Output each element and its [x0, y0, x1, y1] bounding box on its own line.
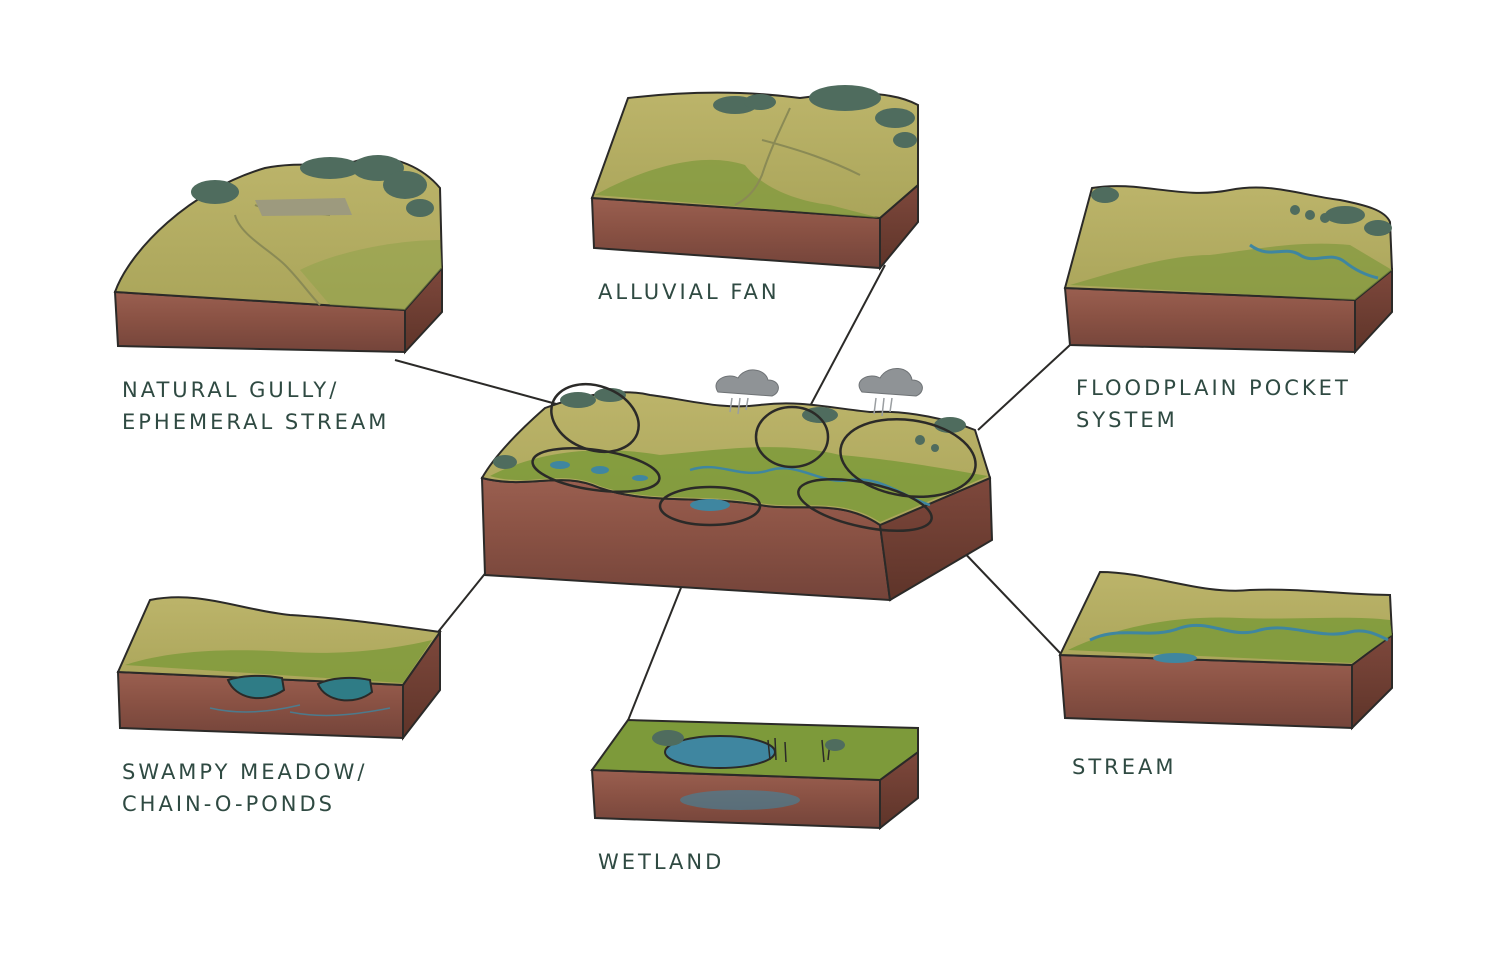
central-block	[480, 382, 994, 602]
label-wetland-text: WETLAND	[598, 850, 725, 874]
cloud-icon	[858, 368, 923, 397]
central-ponds	[550, 461, 730, 511]
label-stream-text: STREAM	[1072, 755, 1177, 779]
label-floodplain-line1: FLOODPLAIN POCKET	[1076, 376, 1351, 400]
connector-gully	[394, 359, 561, 406]
connector-alluvial-fan	[807, 264, 886, 411]
central-stream	[689, 465, 931, 507]
ring-alluvial-fan	[754, 405, 830, 469]
fan-channel-2	[761, 139, 861, 176]
gully-block	[113, 155, 444, 355]
alluvial-fan-block	[590, 85, 919, 271]
label-swampy-meadow-line2: CHAIN-O-PONDS	[122, 792, 335, 816]
ring-floodplain	[839, 417, 977, 499]
stream-meadow	[1068, 617, 1392, 663]
ring-stream	[797, 478, 933, 532]
wetland-reeds	[767, 737, 831, 763]
swampy-ponds	[226, 674, 374, 702]
swampy-pond-2	[316, 676, 374, 702]
gully-headcut	[255, 198, 352, 216]
swampy-pond-1	[226, 674, 286, 700]
label-stream: STREAM	[1072, 751, 1177, 783]
swampy-meadow	[125, 640, 432, 683]
label-natural-gully-line2: EPHEMERAL STREAM	[122, 410, 390, 434]
ring-swampy-meadow	[531, 447, 661, 493]
fan-channel	[734, 107, 791, 206]
cloud-icon	[715, 369, 779, 397]
label-natural-gully: NATURAL GULLY/ EPHEMERAL STREAM	[122, 374, 389, 438]
rain-cloud-right	[858, 368, 923, 417]
ring-wetland	[658, 485, 762, 527]
gully-trees	[191, 155, 434, 217]
fan-meadow	[595, 159, 880, 218]
label-swampy-meadow-line1: SWAMPY MEADOW/	[122, 760, 368, 784]
floodplain-stream	[1249, 243, 1379, 280]
rain-cloud-left	[715, 369, 779, 415]
central-meadow	[490, 447, 988, 522]
wetland-subsurface-water	[680, 790, 800, 810]
gully-meadow	[300, 240, 442, 310]
swampy-water-lines	[209, 704, 391, 717]
stream-pool	[1153, 653, 1197, 663]
floodplain-trees	[1091, 187, 1392, 236]
wetland-block	[590, 718, 919, 831]
stream-soil-front	[1058, 653, 1353, 730]
label-floodplain: FLOODPLAIN POCKET SYSTEM	[1076, 372, 1351, 436]
wetland-bushes	[652, 730, 845, 751]
label-wetland: WETLAND	[598, 846, 724, 878]
fan-trees	[713, 85, 917, 148]
floodplain-block	[1063, 185, 1394, 355]
stream-block	[1058, 570, 1394, 731]
label-natural-gully-line1: NATURAL GULLY/	[122, 378, 340, 402]
label-alluvial-fan-text: ALLUVIAL FAN	[598, 280, 780, 304]
label-alluvial-fan: ALLUVIAL FAN	[598, 276, 780, 308]
label-swampy-meadow: SWAMPY MEADOW/ CHAIN-O-PONDS	[122, 756, 367, 820]
central-highlight-rings	[531, 382, 977, 532]
swampy-meadow-block	[116, 596, 442, 741]
stream-channel	[1089, 623, 1389, 642]
label-floodplain-line2: SYSTEM	[1076, 408, 1178, 432]
connector-floodplain	[977, 344, 1071, 431]
gully-channel	[234, 214, 321, 306]
